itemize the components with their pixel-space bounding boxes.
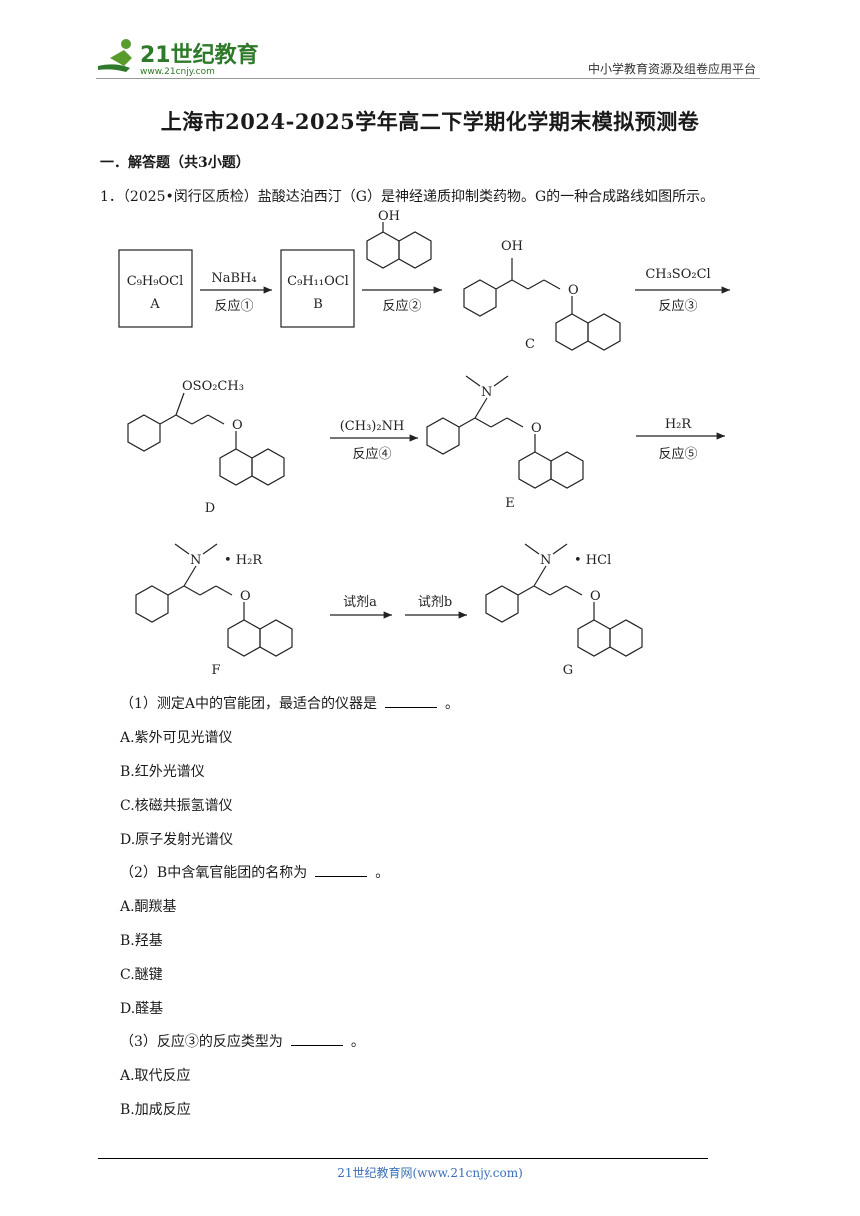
synthesis-scheme: C₉H₉OCl A NaBH₄ 反应① C₉H₁₁OCl B OH 反应② OH… bbox=[118, 210, 730, 678]
footer-divider bbox=[98, 1158, 708, 1159]
compound-d-oso2ch3: OSO₂CH₃ bbox=[182, 379, 244, 394]
reagent-ch3so2cl: CH₃SO₂Cl bbox=[645, 267, 710, 282]
compound-d-structure bbox=[127, 392, 285, 486]
reaction-2-label: 反应② bbox=[382, 298, 421, 314]
compound-c-ether-o: O bbox=[568, 283, 579, 298]
subquestion-1-stem: （1）测定A中的官能团，最适合的仪器是 。 bbox=[120, 693, 459, 713]
subquestion-1-text: （1）测定A中的官能团，最适合的仪器是 bbox=[120, 696, 378, 712]
logo-icon: 21世纪教育 www.21cnjy.com bbox=[98, 39, 259, 77]
option-3a: A.取代反应 bbox=[120, 1068, 191, 1084]
option-2c: C.醚键 bbox=[120, 967, 163, 983]
compound-b-formula: C₉H₁₁OCl bbox=[287, 274, 349, 289]
naphthol-reagent bbox=[366, 222, 432, 269]
option-1b: B.红外光谱仪 bbox=[120, 764, 205, 780]
logo-url: www.21cnjy.com bbox=[140, 67, 215, 77]
reaction-5-label: 反应⑤ bbox=[658, 446, 697, 462]
option-2d: D.醛基 bbox=[120, 1001, 164, 1017]
subquestion-3-end: 。 bbox=[350, 1034, 365, 1050]
compound-a-label: A bbox=[149, 297, 160, 312]
compound-g-ether-o: O bbox=[590, 589, 601, 604]
subquestion-2-stem: （2）B中含氧官能团的名称为 。 bbox=[120, 862, 389, 882]
option-1d: D.原子发射光谱仪 bbox=[120, 832, 234, 848]
compound-c-label: C bbox=[525, 337, 535, 352]
footer-link[interactable]: 21世纪教育网(www.21cnjy.com) bbox=[337, 1166, 523, 1180]
platform-name: 中小学教育资源及组卷应用平台 bbox=[587, 62, 756, 76]
subquestion-1-end: 。 bbox=[445, 696, 460, 712]
compound-e-label: E bbox=[505, 496, 515, 511]
compound-g-label: G bbox=[563, 663, 573, 678]
compound-e-structure bbox=[426, 375, 584, 489]
compound-a-formula: C₉H₉OCl bbox=[127, 274, 183, 289]
compound-e-n: N bbox=[481, 385, 492, 400]
reaction-3-label: 反应③ bbox=[658, 298, 697, 314]
subquestion-2-end: 。 bbox=[375, 865, 390, 881]
question-intro: 1．（2025•闵行区质检）盐酸达泊西汀（G）是神经递质抑制类药物。G的一种合成… bbox=[100, 189, 715, 205]
compound-e-ether-o: O bbox=[531, 421, 542, 436]
option-2a: A.酮羰基 bbox=[120, 899, 177, 915]
compound-f-structure bbox=[135, 543, 293, 657]
compound-f-ether-o: O bbox=[240, 589, 251, 604]
subquestion-2-text: （2）B中含氧官能团的名称为 bbox=[120, 865, 308, 881]
reagent-a: 试剂a bbox=[343, 595, 377, 610]
reaction-4-label: 反应④ bbox=[352, 446, 391, 462]
page-title: 上海市2024-2025学年高二下学期化学期末模拟预测卷 bbox=[160, 109, 700, 134]
option-1c: C.核磁共振氢谱仪 bbox=[120, 798, 233, 814]
answer-blank-1[interactable] bbox=[385, 693, 438, 708]
page-header: 21世纪教育 www.21cnjy.com 中小学教育资源及组卷应用平台 bbox=[96, 30, 756, 78]
option-3b: B.加成反应 bbox=[120, 1102, 191, 1118]
compound-g-structure bbox=[485, 543, 643, 657]
reagent-b: 试剂b bbox=[418, 595, 452, 610]
compound-b-label: B bbox=[313, 297, 323, 312]
compound-f-salt: • H₂R bbox=[224, 553, 263, 568]
option-1a: A.紫外可见光谱仪 bbox=[120, 730, 233, 746]
compound-d-label: D bbox=[205, 501, 215, 516]
naphthol-oh: OH bbox=[378, 210, 400, 224]
option-2b: B.羟基 bbox=[120, 933, 163, 949]
compound-b-box bbox=[280, 249, 355, 328]
section-heading: 一．解答题（共3小题） bbox=[100, 155, 250, 171]
reaction-1-label: 反应① bbox=[214, 298, 253, 314]
answer-blank-2[interactable] bbox=[315, 862, 368, 877]
compound-a-box bbox=[118, 249, 193, 328]
subquestion-3-stem: （3）反应③的反应类型为 。 bbox=[120, 1031, 365, 1051]
compound-g-n: N bbox=[540, 553, 551, 568]
compound-g-salt: • HCl bbox=[574, 553, 611, 568]
compound-c-oh: OH bbox=[501, 239, 523, 254]
logo-text: 21世纪教育 bbox=[140, 42, 259, 68]
reagent-dimethylamine: (CH₃)₂NH bbox=[340, 419, 405, 434]
compound-d-ether-o: O bbox=[232, 418, 243, 433]
reagent-h2r: H₂R bbox=[665, 417, 693, 432]
compound-f-label: F bbox=[211, 663, 220, 678]
header-divider bbox=[96, 78, 760, 79]
answer-blank-3[interactable] bbox=[290, 1031, 343, 1046]
reagent-nabh4: NaBH₄ bbox=[211, 271, 256, 286]
subquestion-3-text: （3）反应③的反应类型为 bbox=[120, 1034, 283, 1050]
compound-f-n: N bbox=[190, 553, 201, 568]
compound-c-structure bbox=[463, 258, 621, 351]
